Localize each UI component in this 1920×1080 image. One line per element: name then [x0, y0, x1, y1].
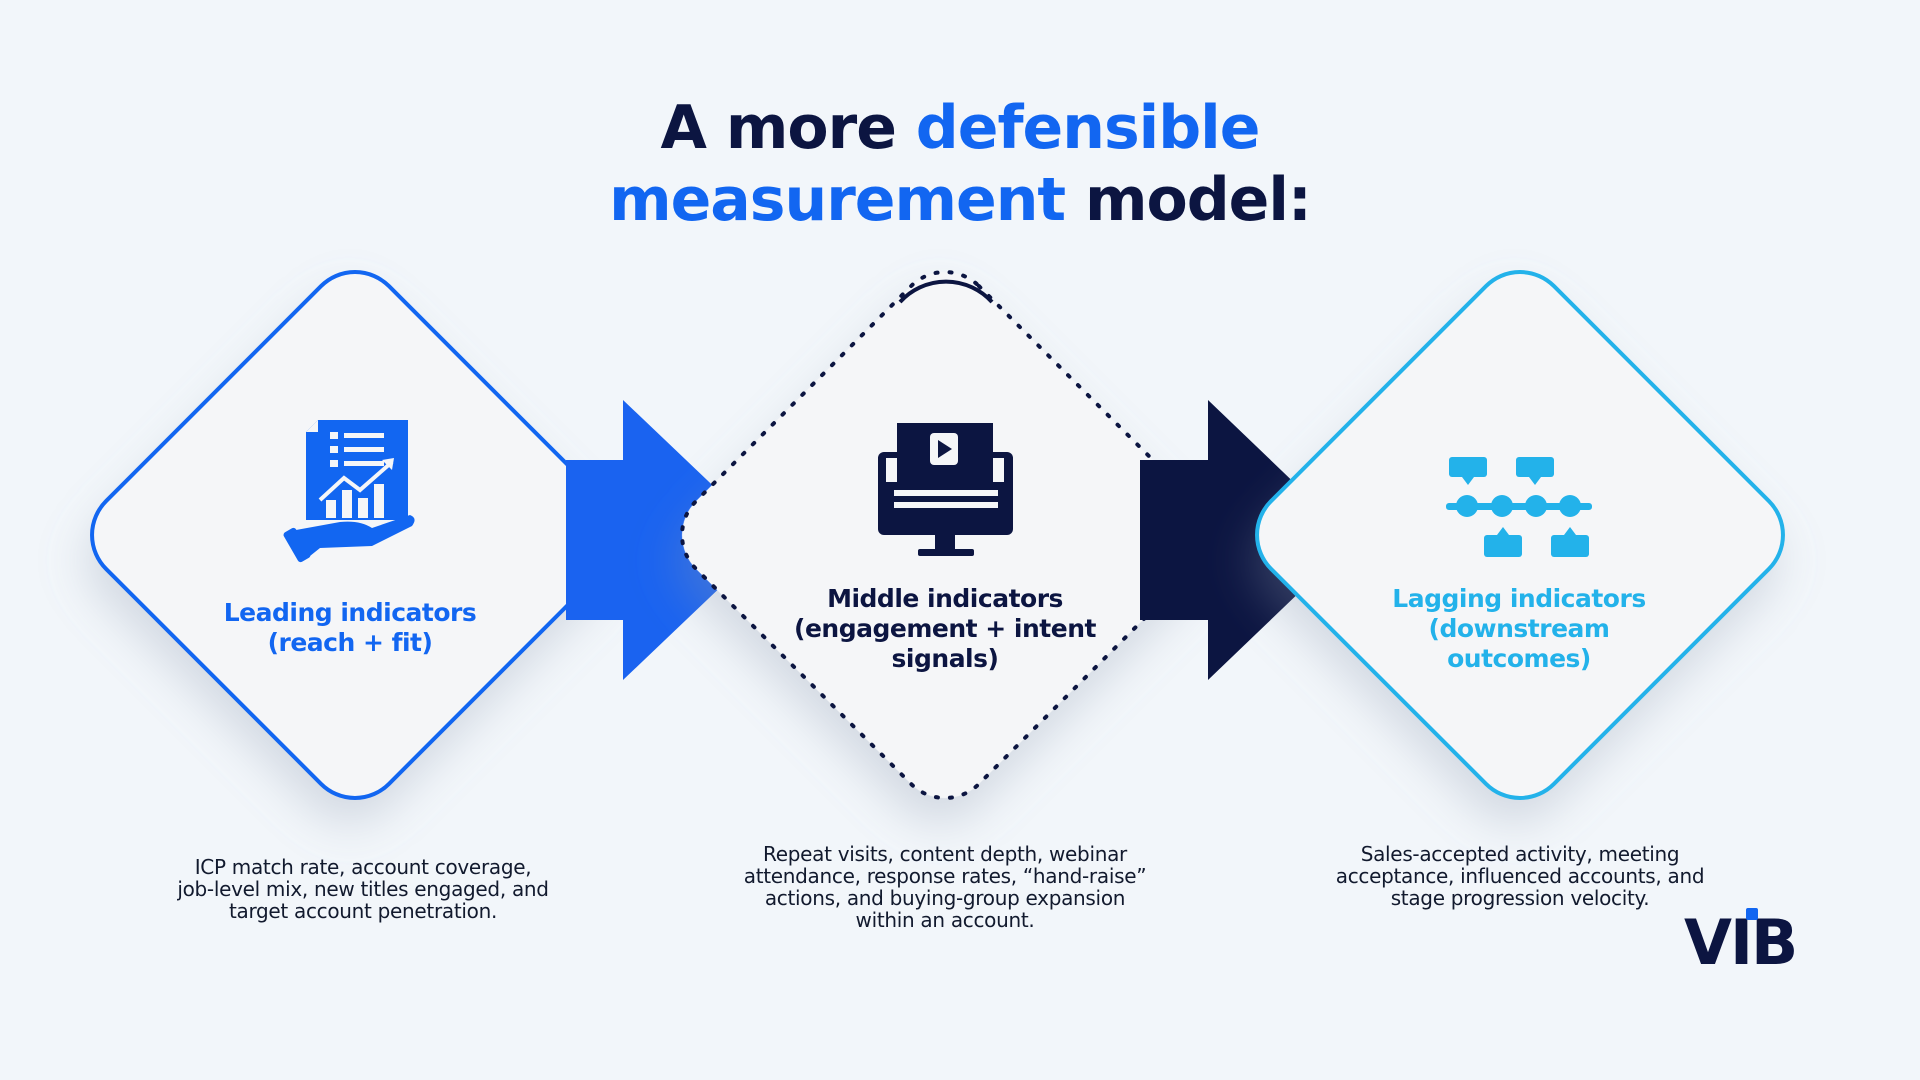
middle-label-line-1: Middle indicators	[827, 584, 1063, 613]
arrow-2	[1140, 400, 1354, 680]
middle-desc-line-2: attendance, response rates, “hand-raise”	[743, 864, 1147, 888]
vib-logo: VIB	[1684, 906, 1798, 979]
lagging-indicators-diamond	[1255, 270, 1785, 800]
middle-indicators-label: Middle indicators (engagement + intent s…	[785, 584, 1105, 674]
middle-desc-line-3: actions, and buying-group expansion	[764, 886, 1126, 910]
report-chart-hand-icon	[283, 420, 415, 563]
middle-label-line-2: (engagement + intent	[794, 614, 1096, 643]
lagging-desc-line-1: Sales-accepted activity, meeting	[1360, 842, 1680, 866]
lagging-indicators-description: Sales-accepted activity, meeting accepta…	[1290, 843, 1750, 909]
title-part-1: A more	[660, 93, 916, 163]
middle-label-line-3: signals)	[891, 644, 999, 673]
lagging-label-line-3: outcomes)	[1447, 644, 1591, 673]
leading-label-line-2: (reach + fit)	[267, 628, 433, 657]
middle-desc-line-1: Repeat visits, content depth, webinar	[763, 842, 1127, 866]
leading-desc-line-2: job-level mix, new titles engaged, and	[177, 877, 549, 901]
lagging-desc-line-3: stage progression velocity.	[1390, 886, 1650, 910]
middle-indicators-description: Repeat visits, content depth, webinar at…	[715, 843, 1175, 931]
title-part-2: model:	[1065, 165, 1312, 235]
title-highlight-2: measurement	[609, 165, 1066, 235]
vib-logo-accent	[1746, 908, 1758, 920]
leading-label-line-1: Leading indicators	[223, 598, 477, 627]
lagging-label-line-1: Lagging indicators	[1392, 584, 1646, 613]
title-highlight-1: defensible	[915, 93, 1261, 163]
leading-indicators-label: Leading indicators (reach + fit)	[190, 598, 510, 658]
middle-desc-line-4: within an account.	[855, 908, 1035, 932]
lagging-label-line-2: (downstream	[1428, 614, 1610, 643]
monitor-play-icon	[878, 423, 1013, 556]
leading-desc-line-3: target account penetration.	[228, 899, 498, 923]
timeline-nodes-icon	[1446, 457, 1592, 557]
arrow-1	[566, 400, 770, 680]
leading-indicators-description: ICP match rate, account coverage, job-le…	[133, 856, 593, 922]
page-title: A more defensible measurement model:	[0, 92, 1920, 236]
leading-desc-line-1: ICP match rate, account coverage,	[194, 855, 532, 879]
lagging-desc-line-2: acceptance, influenced accounts, and	[1335, 864, 1705, 888]
lagging-indicators-label: Lagging indicators (downstream outcomes)	[1359, 584, 1679, 674]
